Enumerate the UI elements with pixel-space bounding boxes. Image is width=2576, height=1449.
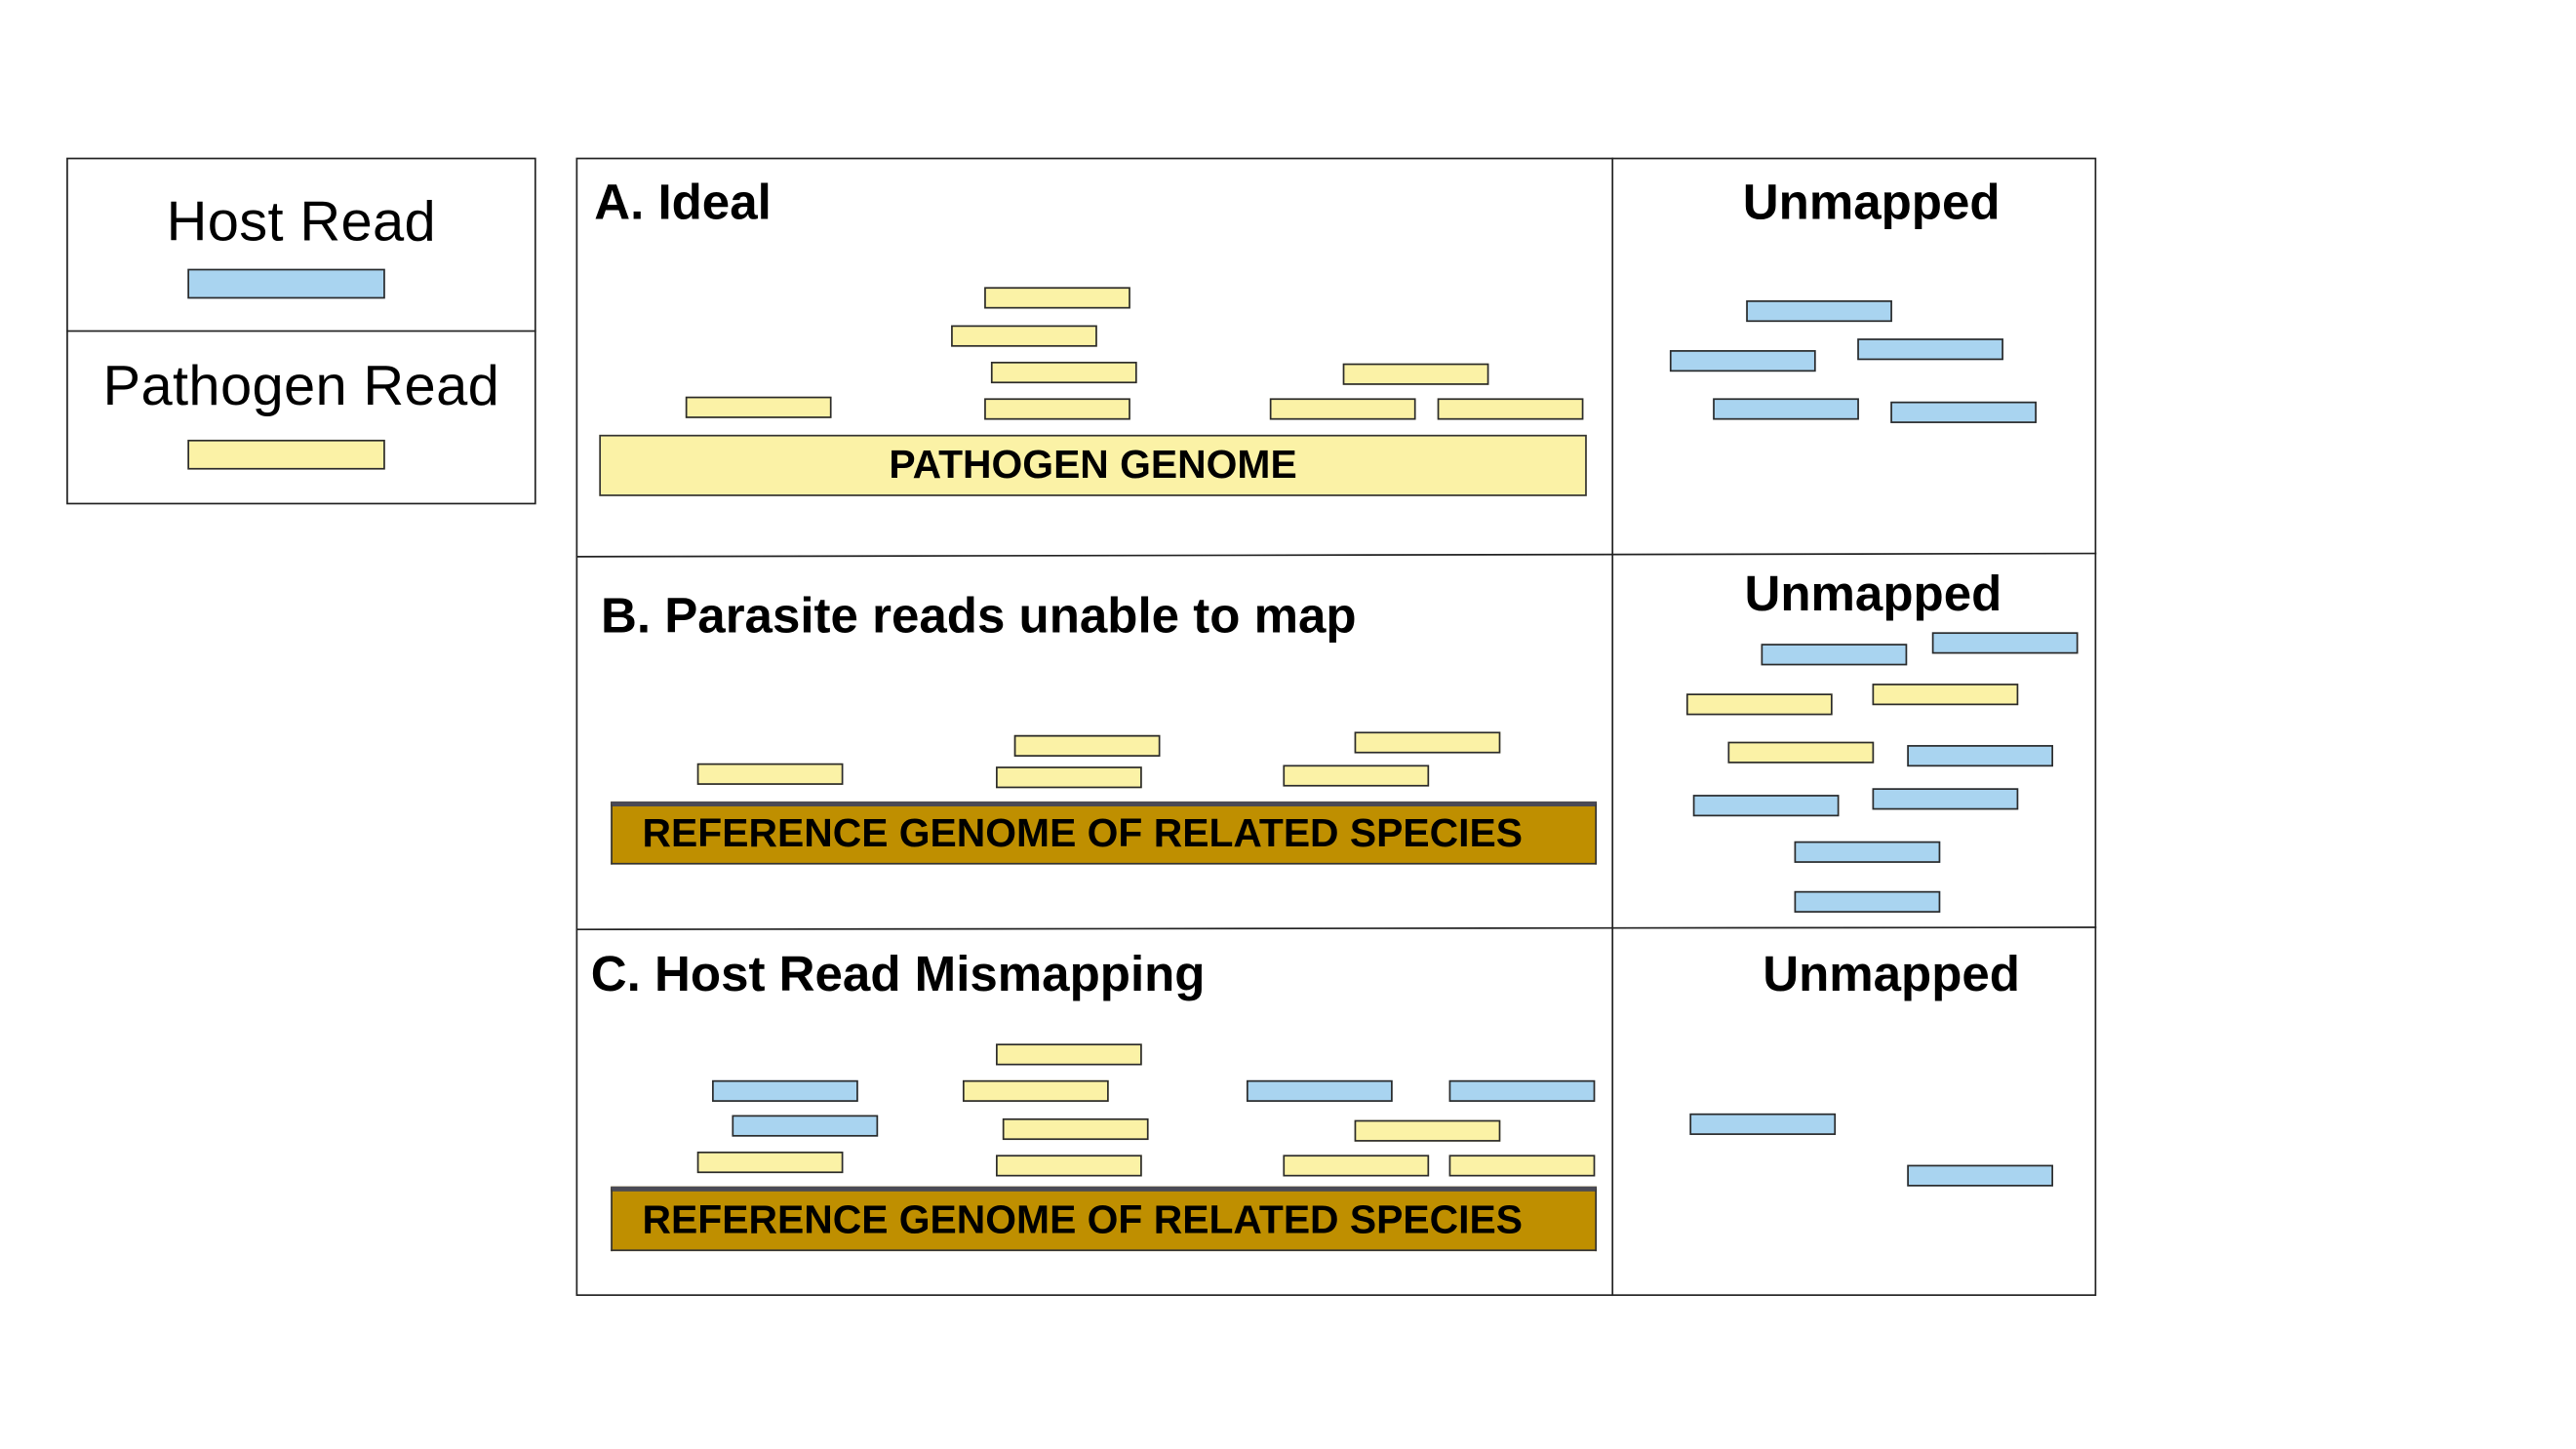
panel-a-unmapped-title: Unmapped (1742, 176, 2001, 231)
panel-c-related-genome: REFERENCE GENOME OF RELATED SPECIES (611, 1186, 1598, 1252)
panel-a-mapped-pathogen-read (1342, 363, 1489, 385)
panel-c-unmapped-host-read (1689, 1113, 1837, 1135)
panel-a-unmapped-host-read (1713, 398, 1859, 420)
panel-a-pathogen-genome: PATHOGEN GENOME (599, 434, 1587, 496)
panel-c-mapped-pathogen-read (696, 1151, 844, 1174)
panel-b-unmapped-host-read (1794, 890, 1941, 913)
legend-divider (66, 330, 536, 333)
panel-b-unmapped-host-read (1907, 745, 2054, 767)
panel-b-related-genome: REFERENCE GENOME OF RELATED SPECIES (611, 801, 1598, 865)
panel-a-mapped-pathogen-read (990, 361, 1137, 384)
panel-c-mapped-pathogen-read (996, 1155, 1142, 1177)
panel-b-mapped-pathogen-read (1354, 731, 1501, 754)
panel-a-mapped-pathogen-read (984, 398, 1130, 420)
panel-c-mapped-pathogen-read (996, 1043, 1142, 1066)
panel-c-mapped-pathogen-read (1354, 1119, 1501, 1142)
panel-a-title: A. Ideal (594, 176, 772, 231)
panel-b-title: B. Parasite reads unable to map (601, 589, 1357, 645)
panel-b-unmapped-host-read (1761, 644, 1908, 666)
panel-a-mapped-pathogen-read (685, 396, 832, 418)
legend-host-label: Host Read (166, 190, 437, 255)
panel-b-mapped-pathogen-read (1283, 764, 1430, 787)
panel-a-mapped-pathogen-read (1269, 398, 1416, 420)
panel-c-mapped-pathogen-read (1002, 1117, 1149, 1141)
panel-b-unmapped-title: Unmapped (1744, 567, 2002, 623)
panel-b-mapped-pathogen-read (696, 763, 844, 785)
panel-a-genome-label: PATHOGEN GENOME (889, 442, 1297, 488)
panel-a-mapped-pathogen-read (984, 287, 1130, 309)
panel-b-unmapped-pathogen-read (1872, 684, 2019, 706)
panel-c-mapped-host-read (1246, 1079, 1393, 1102)
panel-b-unmapped-pathogen-read (1685, 693, 1833, 716)
panel-c-mapped-host-read (732, 1115, 879, 1137)
panel-b-unmapped-pathogen-read (1727, 741, 1875, 764)
panel-c-title: C. Host Read Mismapping (590, 947, 1206, 1002)
panel-b-mapped-pathogen-read (1013, 734, 1161, 757)
panel-c-unmapped-host-read (1907, 1164, 2054, 1187)
panel-b-unmapped-host-read (1692, 795, 1840, 817)
panel-c-mapped-pathogen-read (962, 1079, 1109, 1102)
panel-b-unmapped-host-read (1872, 788, 2019, 810)
panel-c-mapped-host-read (712, 1079, 858, 1102)
panel-c-mapped-pathogen-read (1448, 1155, 1596, 1177)
panel-a-mapped-pathogen-read (951, 325, 1097, 347)
grid-column-divider (1611, 157, 1614, 1297)
panel-c-genome-label: REFERENCE GENOME OF RELATED SPECIES (642, 1196, 1523, 1242)
panel-a-unmapped-host-read (1669, 350, 1816, 372)
panel-b-genome-label: REFERENCE GENOME OF RELATED SPECIES (642, 811, 1523, 857)
legend-pathogen-label: Pathogen Read (102, 355, 500, 418)
panel-c-mapped-pathogen-read (1283, 1155, 1430, 1177)
panel-c-mapped-host-read (1448, 1079, 1596, 1102)
panel-a-mapped-pathogen-read (1437, 398, 1584, 420)
panel-a-unmapped-host-read (1746, 300, 1892, 323)
panel-b-mapped-pathogen-read (996, 766, 1142, 789)
panel-a-unmapped-host-read (1890, 401, 2037, 423)
panel-b-unmapped-host-read (1794, 841, 1941, 863)
legend-host-read-swatch (187, 268, 385, 299)
panel-grid (575, 157, 2097, 1297)
panel-c-unmapped-title: Unmapped (1763, 947, 2020, 1002)
panel-b-unmapped-host-read (1931, 632, 2079, 654)
legend-pathogen-read-swatch (187, 439, 385, 470)
panel-a-unmapped-host-read (1857, 338, 2003, 361)
